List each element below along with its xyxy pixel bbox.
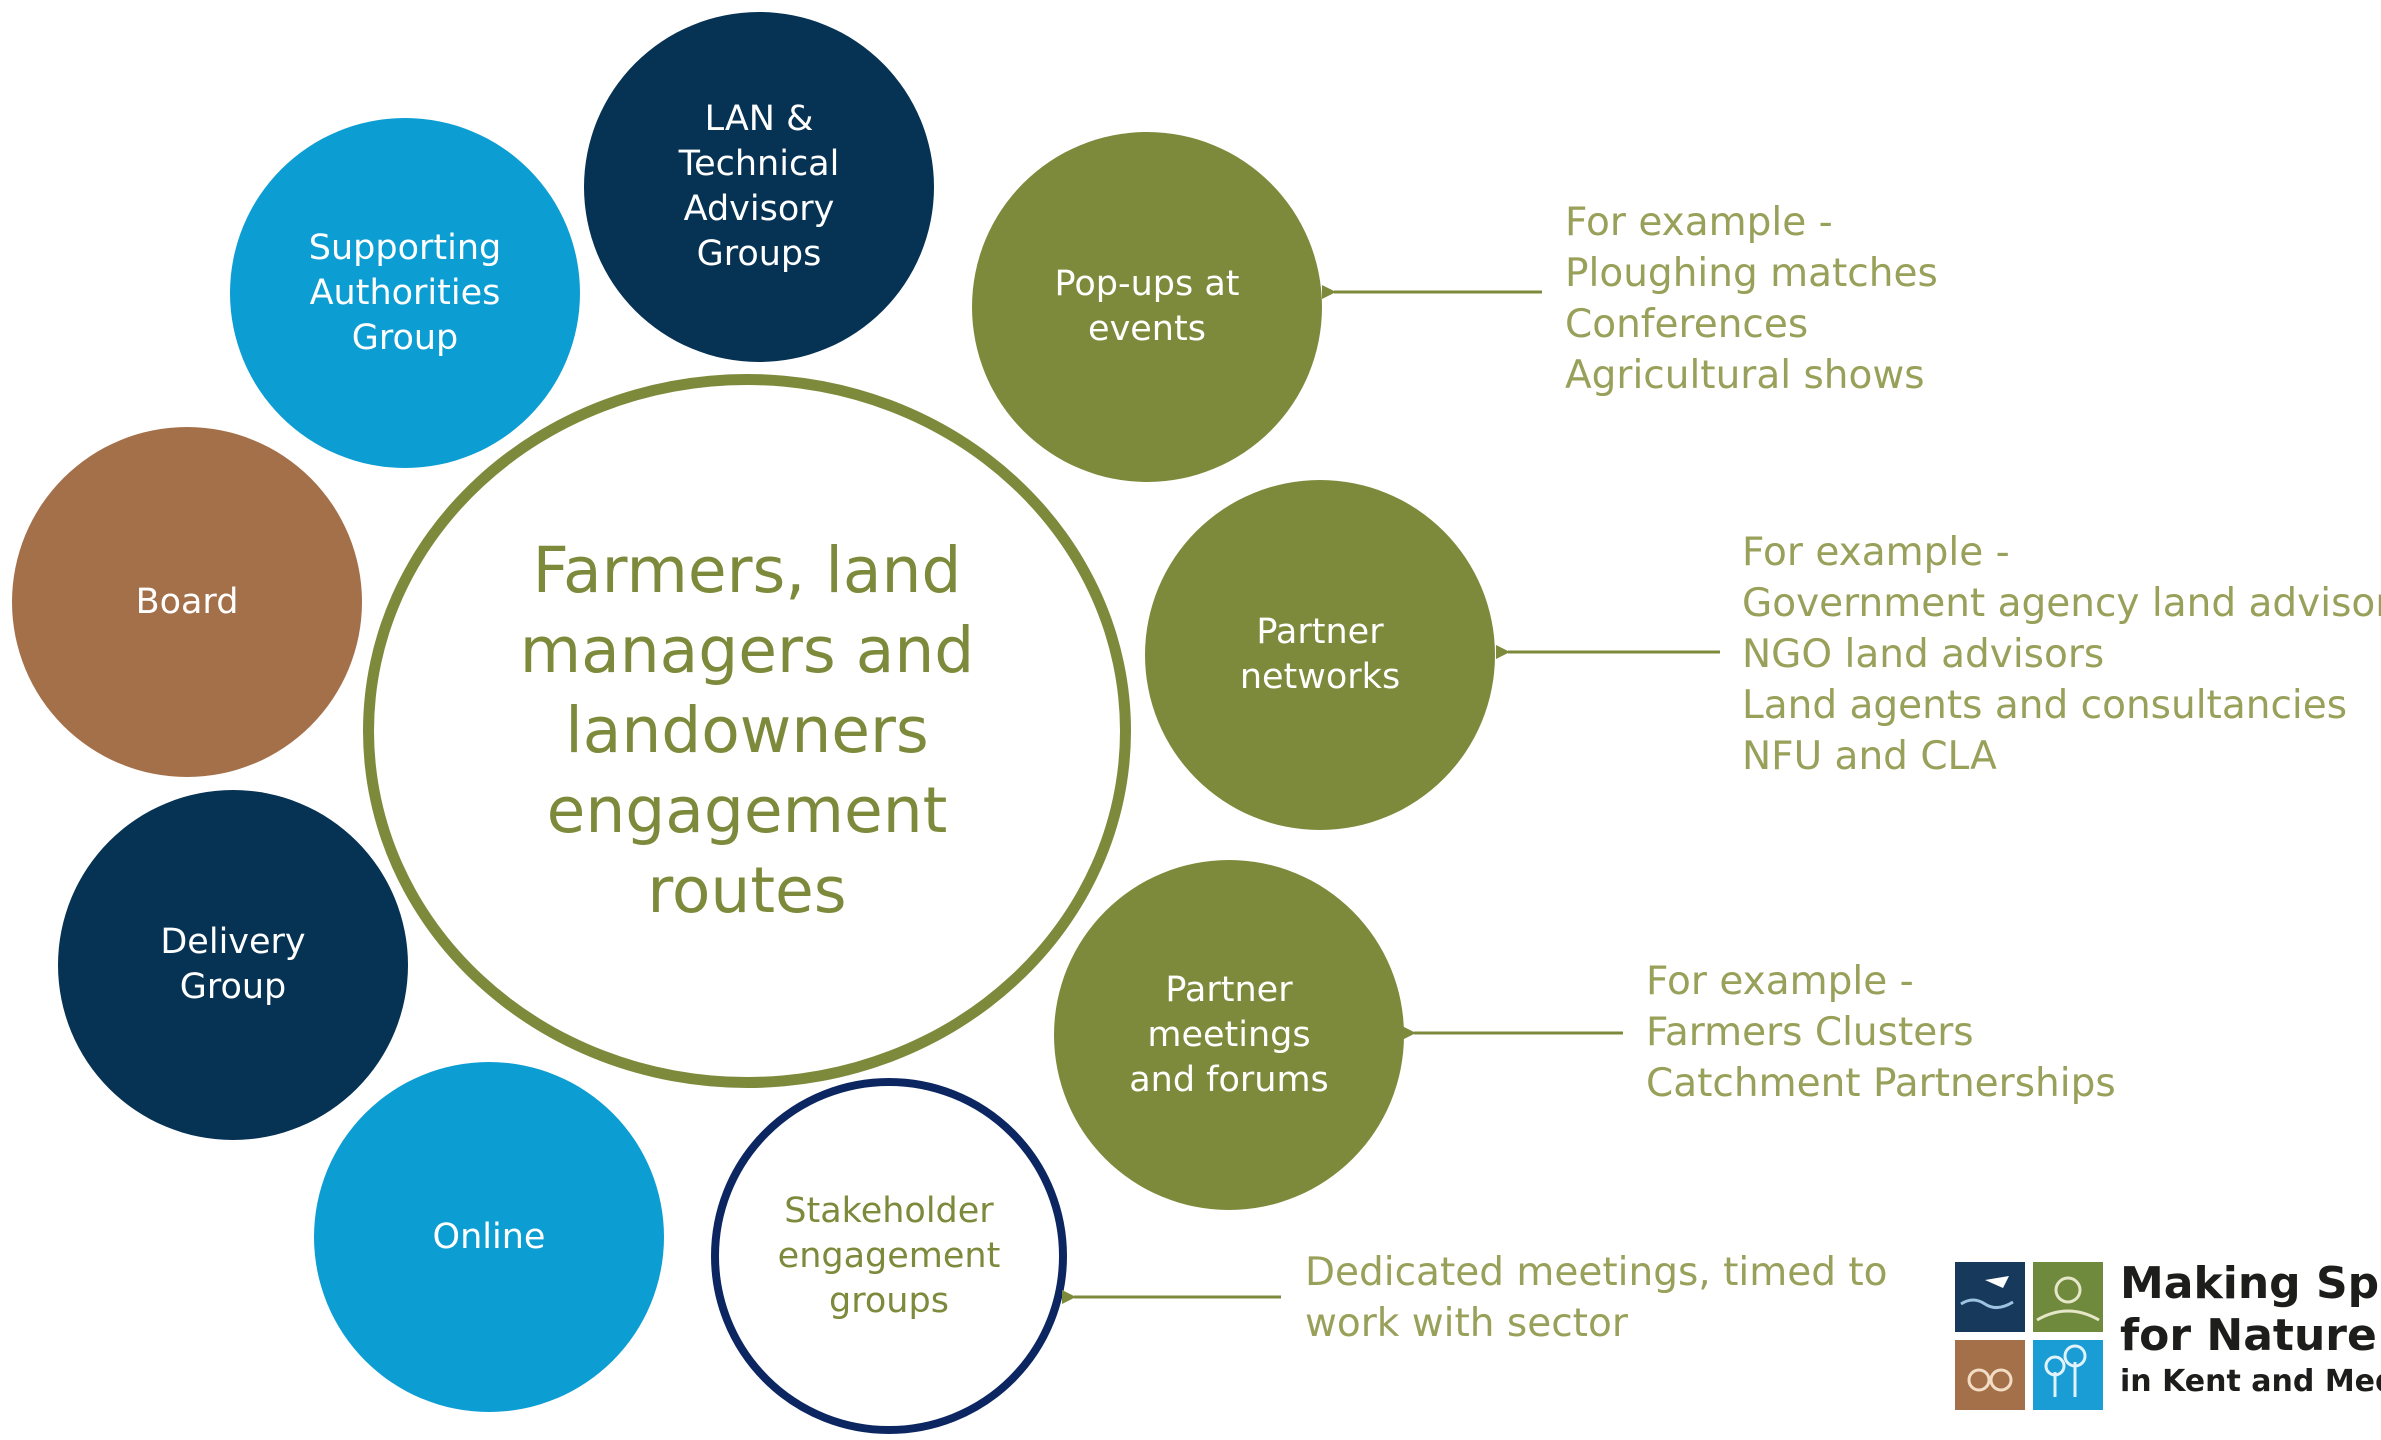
note-line: Agricultural shows: [1565, 353, 1925, 398]
circle-label: Pop-ups at events: [1054, 264, 1240, 349]
note-line: Land agents and consultancies: [1742, 683, 2348, 728]
circle-lan-technical-advisory-groups: LAN & Technical Advisory Groups: [584, 12, 934, 362]
circle-label: LAN & Technical Advisory Groups: [678, 99, 840, 274]
note-line: Farmers Clusters: [1646, 1010, 1974, 1055]
note-line: work with sector: [1305, 1301, 1628, 1346]
circle-label: Stakeholder engagement groups: [777, 1190, 1001, 1321]
note-stakeholder: Dedicated meetings, timed to work with s…: [1305, 1247, 1888, 1349]
circle-label: Partner meetings and forums: [1129, 969, 1329, 1100]
logo-line-1: Making Space: [2120, 1258, 2381, 1309]
logo-line-3: in Kent and Medway: [2120, 1364, 2381, 1399]
note-line: Catchment Partnerships: [1646, 1061, 2116, 1106]
logo-icon: [1955, 1262, 2103, 1410]
logo-line-2: for Nature: [2120, 1310, 2377, 1361]
note-line: NGO land advisors: [1742, 632, 2105, 677]
note-line: Government agency land advisors: [1742, 581, 2381, 626]
circle-partner-meetings-and-forums: Partner meetings and forums: [1054, 860, 1404, 1210]
circle-supporting-authorities-group: Supporting Authorities Group: [230, 118, 580, 468]
circle-label: Board: [135, 581, 239, 622]
note-line: For example -: [1565, 200, 1833, 245]
note-line: For example -: [1646, 959, 1914, 1004]
note-line: Ploughing matches: [1565, 251, 1938, 296]
note-line: For example -: [1742, 530, 2010, 575]
circle-online: Online: [314, 1062, 664, 1412]
note-popups: For example - Ploughing matches Conferen…: [1565, 197, 1938, 401]
circle-delivery-group: Delivery Group: [58, 790, 408, 1140]
circle-label: Partner networks: [1239, 612, 1401, 697]
circle-stakeholder-engagement-groups: Stakeholder engagement groups: [711, 1078, 1067, 1434]
logo-wordmark: Making Space for Nature in Kent and Medw…: [2120, 1258, 2381, 1402]
circle-label: Delivery Group: [160, 922, 306, 1007]
circle-board: Board: [12, 427, 362, 777]
circle-pop-ups-at-events: Pop-ups at events: [972, 132, 1322, 482]
note-partner-networks: For example - Government agency land adv…: [1742, 527, 2381, 782]
note-line: Dedicated meetings, timed to: [1305, 1250, 1888, 1295]
note-partner-meetings: For example - Farmers Clusters Catchment…: [1646, 956, 2116, 1109]
note-line: Conferences: [1565, 302, 1809, 347]
note-line: NFU and CLA: [1742, 734, 1997, 779]
circle-label: Online: [432, 1216, 546, 1257]
center-label: Farmers, land managers and landowners en…: [519, 534, 975, 927]
circle-partner-networks: Partner networks: [1145, 480, 1495, 830]
circle-label: Supporting Authorities Group: [308, 227, 502, 358]
center-circle: Farmers, land managers and landowners en…: [363, 374, 1131, 1088]
